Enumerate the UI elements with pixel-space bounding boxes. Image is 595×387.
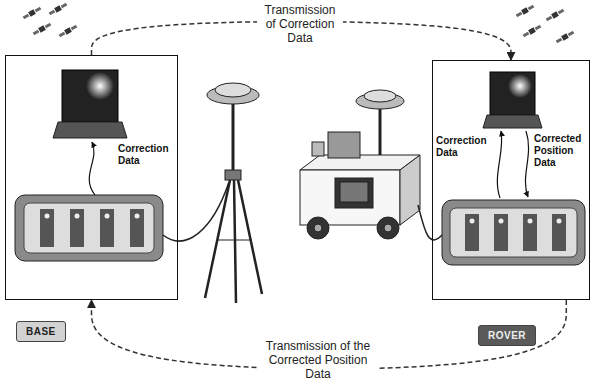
station-tag: BASE [16,321,66,342]
station-tag: ROVER [478,325,536,346]
rover-vehicle [300,90,420,239]
rover-laptop [483,72,542,128]
rover-correction-wire [497,131,501,198]
rover-receiver [442,200,585,265]
station-panel: ROVER [432,60,590,300]
connectors [92,22,567,369]
base-laptop [53,70,127,138]
base-data-wire [89,142,95,195]
transmission-label: Transmission of the Corrected Position D… [259,339,377,381]
data-flow-label: Corrected Position Data [534,133,588,169]
transmission-label: Transmission of Correction Data [257,3,343,45]
data-flow-label: Correction Data [118,143,176,167]
satellites [22,2,575,44]
rover-antenna-cable [418,205,442,240]
rover-position-wire [525,131,528,197]
base-receiver [15,195,163,261]
station-panel: BASE [5,55,178,300]
data-flow-label: Correction Data [436,135,490,159]
tripod-antenna [205,83,262,303]
